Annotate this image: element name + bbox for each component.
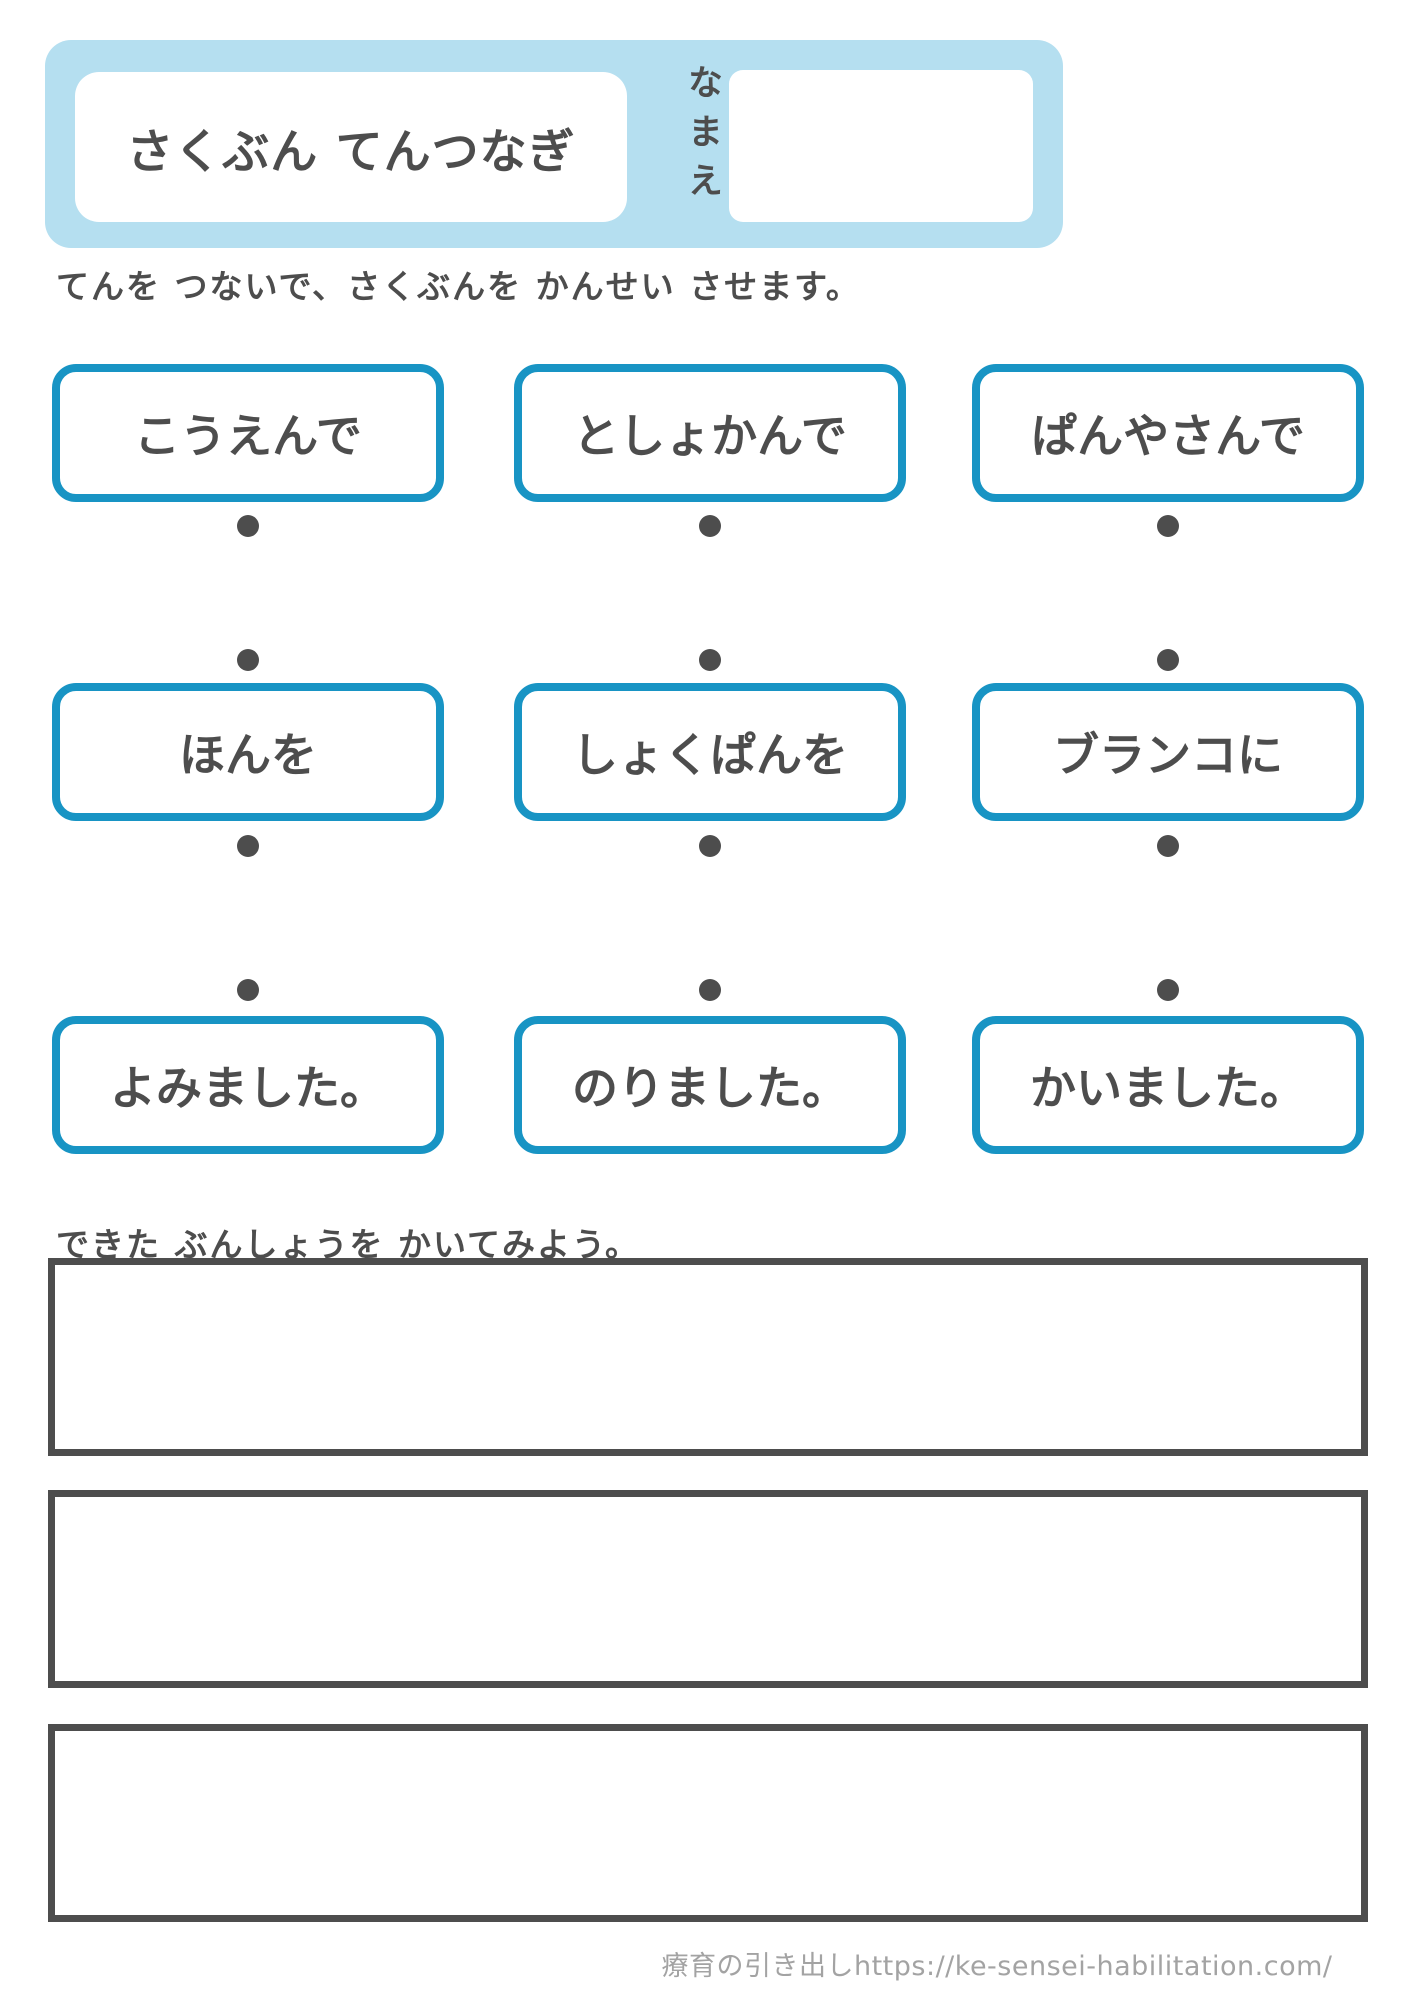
connector-dot[interactable] (237, 515, 259, 537)
connector-dot[interactable] (237, 979, 259, 1001)
connector-dot[interactable] (1157, 515, 1179, 537)
word-card: のりました。 (514, 1016, 906, 1154)
page-title: さくぶん てんつなぎ (75, 72, 627, 222)
writing-box[interactable] (48, 1490, 1368, 1688)
footer-credit: 療育の引き出しhttps://ke-sensei-habilitation.co… (661, 1951, 1333, 1982)
word-card: ほんを (52, 683, 444, 821)
connector-dot[interactable] (237, 649, 259, 671)
word-card: かいました。 (972, 1016, 1364, 1154)
connector-dot[interactable] (1157, 649, 1179, 671)
word-card: ぱんやさんで (972, 364, 1364, 502)
connector-dot[interactable] (1157, 979, 1179, 1001)
header: さくぶん てんつなぎ なまえ (45, 40, 1063, 248)
word-card: よみました。 (52, 1016, 444, 1154)
connector-dot[interactable] (699, 649, 721, 671)
word-card: ブランコに (972, 683, 1364, 821)
word-card: しょくぱんを (514, 683, 906, 821)
connector-dot[interactable] (237, 835, 259, 857)
connector-dot[interactable] (699, 979, 721, 1001)
word-card: こうえんで (52, 364, 444, 502)
writing-box[interactable] (48, 1724, 1368, 1922)
connector-dot[interactable] (1157, 835, 1179, 857)
connector-dot[interactable] (699, 515, 721, 537)
instruction-text: てんを つないで、さくぶんを かんせい させます。 (56, 267, 861, 306)
word-card: としょかんで (514, 364, 906, 502)
write-prompt-text: できた ぶんしょうを かいてみよう。 (56, 1225, 641, 1264)
connector-dot[interactable] (699, 835, 721, 857)
name-input[interactable] (729, 70, 1033, 222)
writing-box[interactable] (48, 1258, 1368, 1456)
name-label: なまえ (682, 64, 722, 211)
